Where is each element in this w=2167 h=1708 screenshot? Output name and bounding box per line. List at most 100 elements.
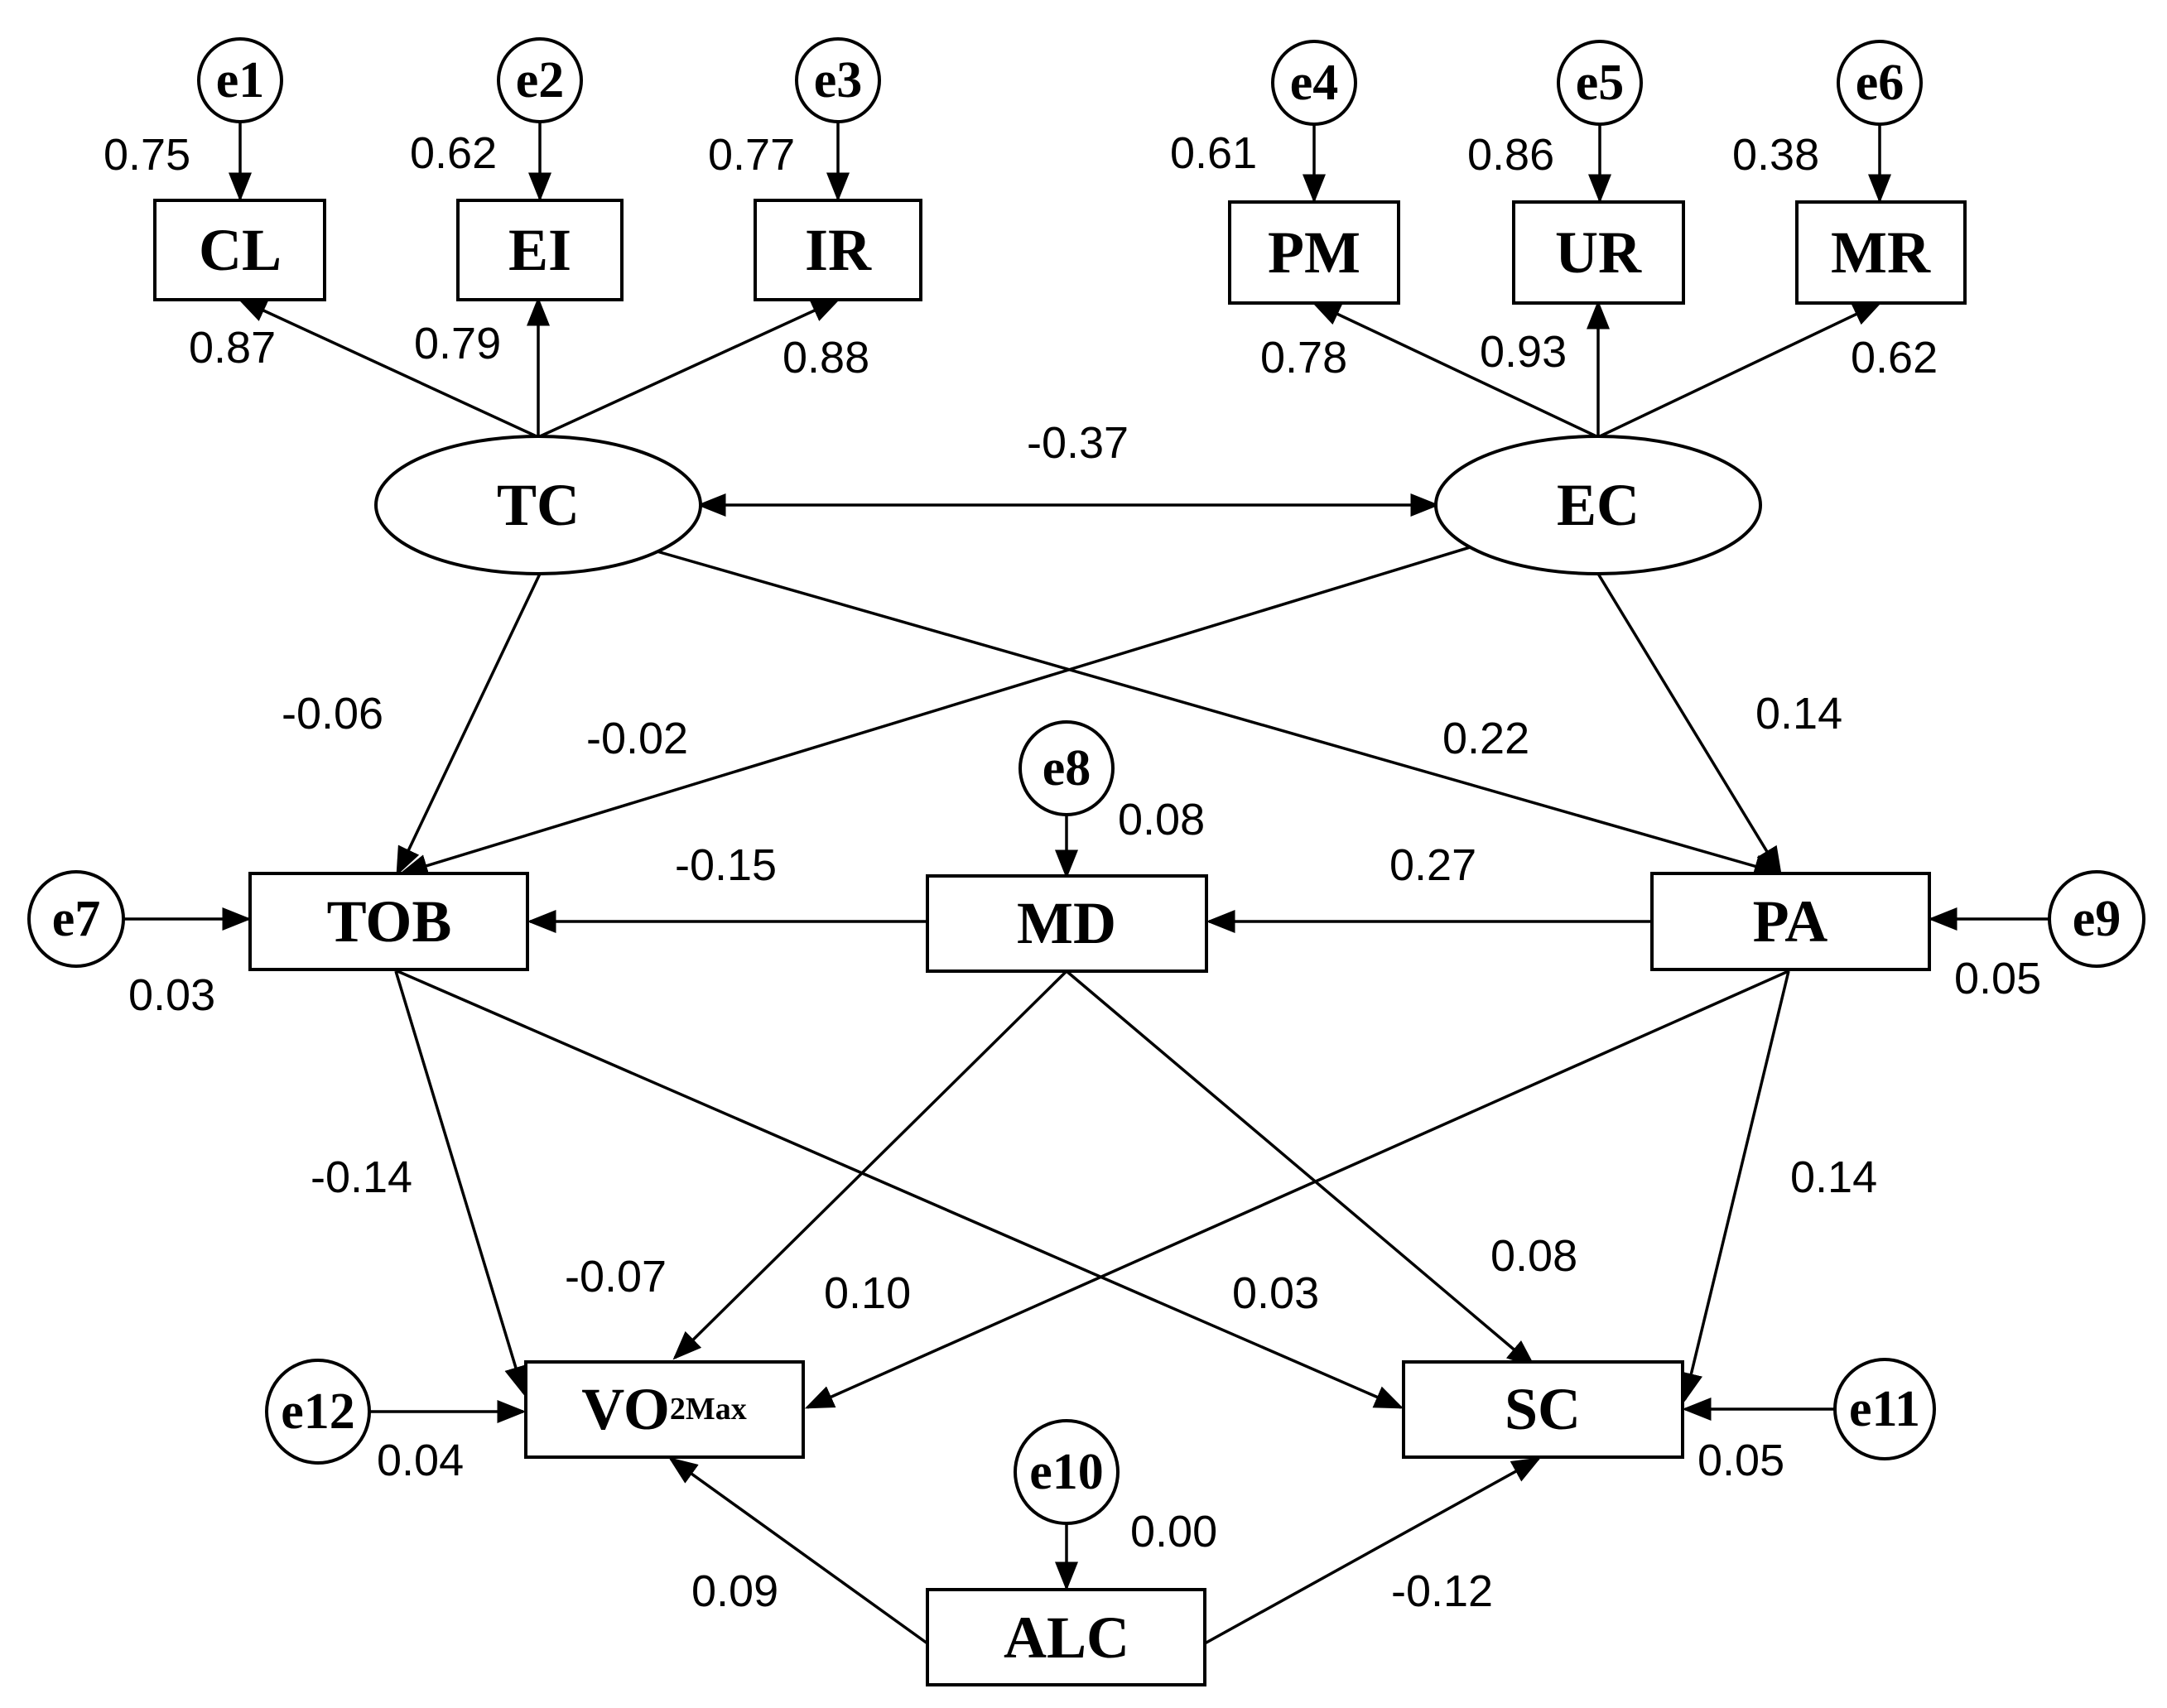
coef-tc-ir: 0.88 — [783, 333, 869, 382]
svg-text:TC: TC — [497, 472, 580, 538]
coef-tc-pa: 0.22 — [1442, 714, 1529, 763]
coef-e12-vo2: 0.04 — [377, 1436, 464, 1485]
node-ei: EI — [456, 199, 624, 301]
arrow-alc-sc — [1204, 1457, 1542, 1645]
node-pa: PA — [1650, 872, 1931, 971]
coef-e8-md: 0.08 — [1118, 795, 1205, 844]
coefficient-labels: 0.75 0.62 0.77 0.61 0.86 0.38 0.87 0.79 … — [104, 128, 2041, 1616]
arrow-tob-sc — [397, 969, 1404, 1409]
svg-text:UR: UR — [1555, 219, 1642, 286]
svg-text:EC: EC — [1557, 472, 1640, 538]
arrow-tc-cl — [237, 298, 539, 439]
coef-md-vo2: -0.07 — [565, 1252, 667, 1301]
node-alc: ALC — [926, 1588, 1206, 1686]
error-e1: e1 — [197, 37, 283, 123]
arrow-md-vo2 — [672, 969, 1068, 1360]
node-tob: TOB — [248, 872, 529, 971]
error-e9: e9 — [2048, 870, 2145, 968]
coef-pa-md: 0.27 — [1389, 840, 1476, 890]
svg-text:VO2Max: VO2Max — [581, 1376, 746, 1442]
svg-text:CL: CL — [199, 217, 282, 283]
svg-text:TOB: TOB — [327, 888, 452, 955]
coef-tc-ei: 0.79 — [414, 319, 501, 368]
error-terms: e1 e2 e3 e4 e5 e6 e7 e8 e9 e10 e11 e12 — [27, 37, 2145, 1525]
svg-text:e1: e1 — [216, 52, 265, 108]
svg-text:PA: PA — [1753, 888, 1828, 955]
arrow-ec-pa — [1596, 573, 1782, 876]
svg-text:e12: e12 — [281, 1383, 355, 1440]
coef-ec-tob: -0.02 — [586, 714, 688, 763]
coef-e1-cl: 0.75 — [104, 130, 190, 180]
paths — [123, 123, 2049, 1645]
coef-e6-mr: 0.38 — [1732, 130, 1819, 180]
arrow-md-sc — [1065, 969, 1536, 1369]
coef-e7-tob: 0.03 — [128, 970, 215, 1020]
svg-text:e6: e6 — [1856, 55, 1905, 111]
coef-e2-ei: 0.62 — [410, 128, 497, 178]
error-e7: e7 — [27, 870, 125, 968]
coef-alc-sc: -0.12 — [1391, 1566, 1493, 1616]
coef-pa-vo2: 0.10 — [824, 1268, 911, 1318]
coef-ec-pm: 0.78 — [1260, 333, 1347, 382]
svg-text:EI: EI — [508, 217, 571, 283]
coef-tc-ec: -0.37 — [1027, 418, 1129, 468]
node-ir: IR — [754, 199, 922, 301]
coef-tob-sc: 0.03 — [1232, 1268, 1319, 1318]
error-e2: e2 — [497, 37, 583, 123]
svg-text:ALC: ALC — [1004, 1605, 1129, 1671]
error-e4: e4 — [1271, 40, 1357, 126]
coef-md-tob: -0.15 — [675, 840, 777, 890]
svg-text:SC: SC — [1505, 1376, 1581, 1442]
coef-ec-ur: 0.93 — [1480, 327, 1567, 377]
coef-e5-ur: 0.86 — [1467, 130, 1554, 180]
svg-text:e11: e11 — [1849, 1381, 1920, 1437]
latent-ec: EC — [1434, 435, 1762, 575]
arrow-pa-sc — [1679, 970, 1790, 1402]
vo2max-main-label: VO — [581, 1376, 670, 1442]
coef-alc-vo2: 0.09 — [691, 1566, 778, 1616]
error-e8: e8 — [1018, 720, 1115, 816]
coef-e11-sc: 0.05 — [1697, 1436, 1784, 1485]
coef-tc-cl: 0.87 — [189, 323, 276, 373]
error-e3: e3 — [795, 37, 881, 123]
node-ur: UR — [1512, 200, 1685, 305]
svg-text:e10: e10 — [1029, 1444, 1104, 1500]
svg-text:PM: PM — [1268, 219, 1360, 286]
vo2max-sub-label: 2Max — [670, 1392, 747, 1427]
svg-text:e5: e5 — [1576, 55, 1625, 111]
svg-text:e3: e3 — [814, 52, 863, 108]
coef-tc-tob: -0.06 — [282, 689, 383, 739]
arrow-alc-vo2 — [668, 1456, 929, 1645]
arrow-tc-pa — [653, 549, 1784, 878]
arrow-tc-tob — [396, 573, 542, 877]
error-e10: e10 — [1014, 1419, 1120, 1525]
coef-e4-pm: 0.61 — [1170, 128, 1257, 178]
coef-ec-mr: 0.62 — [1851, 333, 1938, 382]
svg-text:MR: MR — [1831, 219, 1931, 286]
node-mr: MR — [1795, 200, 1967, 305]
coef-tob-vo2: -0.14 — [311, 1152, 412, 1202]
arrow-pa-vo2 — [804, 969, 1789, 1409]
node-cl: CL — [153, 199, 326, 301]
error-e12: e12 — [265, 1359, 371, 1465]
node-pm: PM — [1228, 200, 1400, 305]
latent-tc: TC — [374, 435, 702, 575]
svg-text:IR: IR — [805, 217, 872, 283]
svg-text:e7: e7 — [52, 891, 101, 947]
arrow-ec-tob — [398, 541, 1487, 878]
arrow-ec-mr — [1597, 301, 1883, 439]
error-e6: e6 — [1837, 40, 1923, 126]
svg-text:e9: e9 — [2073, 891, 2121, 947]
error-e11: e11 — [1833, 1358, 1936, 1460]
svg-text:e2: e2 — [516, 52, 565, 108]
coef-e10-alc: 0.00 — [1130, 1507, 1217, 1556]
svg-text:MD: MD — [1017, 890, 1116, 956]
coef-e9-pa: 0.05 — [1954, 954, 2041, 1003]
arrow-tob-vo2 — [394, 970, 527, 1396]
node-vo2max: VO2Max — [524, 1360, 805, 1459]
svg-text:e8: e8 — [1043, 740, 1091, 796]
svg-text:e4: e4 — [1290, 55, 1339, 111]
error-e5: e5 — [1557, 40, 1643, 126]
arrow-tc-ir — [537, 298, 841, 439]
